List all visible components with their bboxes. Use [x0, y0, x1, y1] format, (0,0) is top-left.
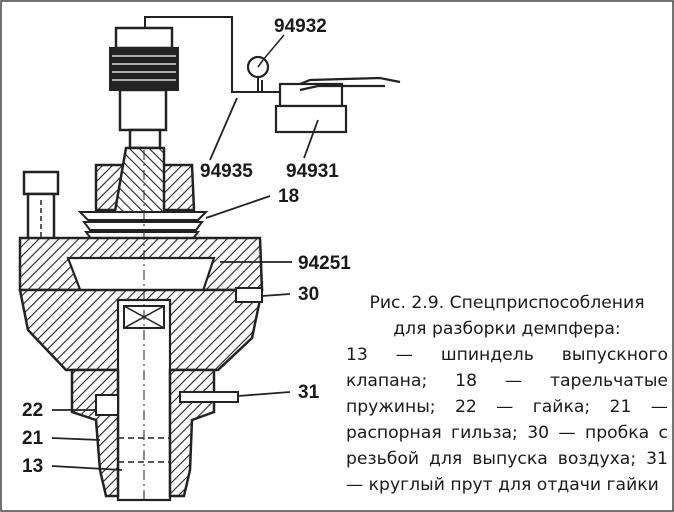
caption-title-line-2: для разборки демпфера: [393, 319, 621, 339]
pressure-gauge-94932 [246, 34, 285, 92]
pressure-line [144, 16, 280, 93]
caption-body: 13 — шпиндель выпускного клапана; 18 — т… [346, 345, 668, 495]
callout-13: 13 [22, 456, 43, 477]
damper-body [18, 146, 264, 502]
callout-94931: 94931 [286, 161, 339, 182]
disc-springs-18 [77, 211, 209, 241]
hand-pump-94931 [274, 76, 401, 134]
callout-94935: 94935 [200, 161, 253, 182]
callout-18: 18 [278, 186, 299, 207]
figure-caption: Рис. 2.9. Спецприспособления для разборк… [346, 290, 668, 498]
callout-94932: 94932 [274, 16, 327, 37]
callout-30: 30 [298, 284, 319, 305]
leader-lines [51, 97, 319, 471]
puller-tool [109, 26, 179, 170]
callout-31: 31 [298, 382, 320, 403]
callout-22: 22 [22, 400, 43, 421]
callout-21: 21 [22, 428, 44, 449]
caption-title-line-1: Рис. 2.9. Спецприспособления [369, 293, 645, 313]
callout-94251: 94251 [298, 253, 351, 274]
